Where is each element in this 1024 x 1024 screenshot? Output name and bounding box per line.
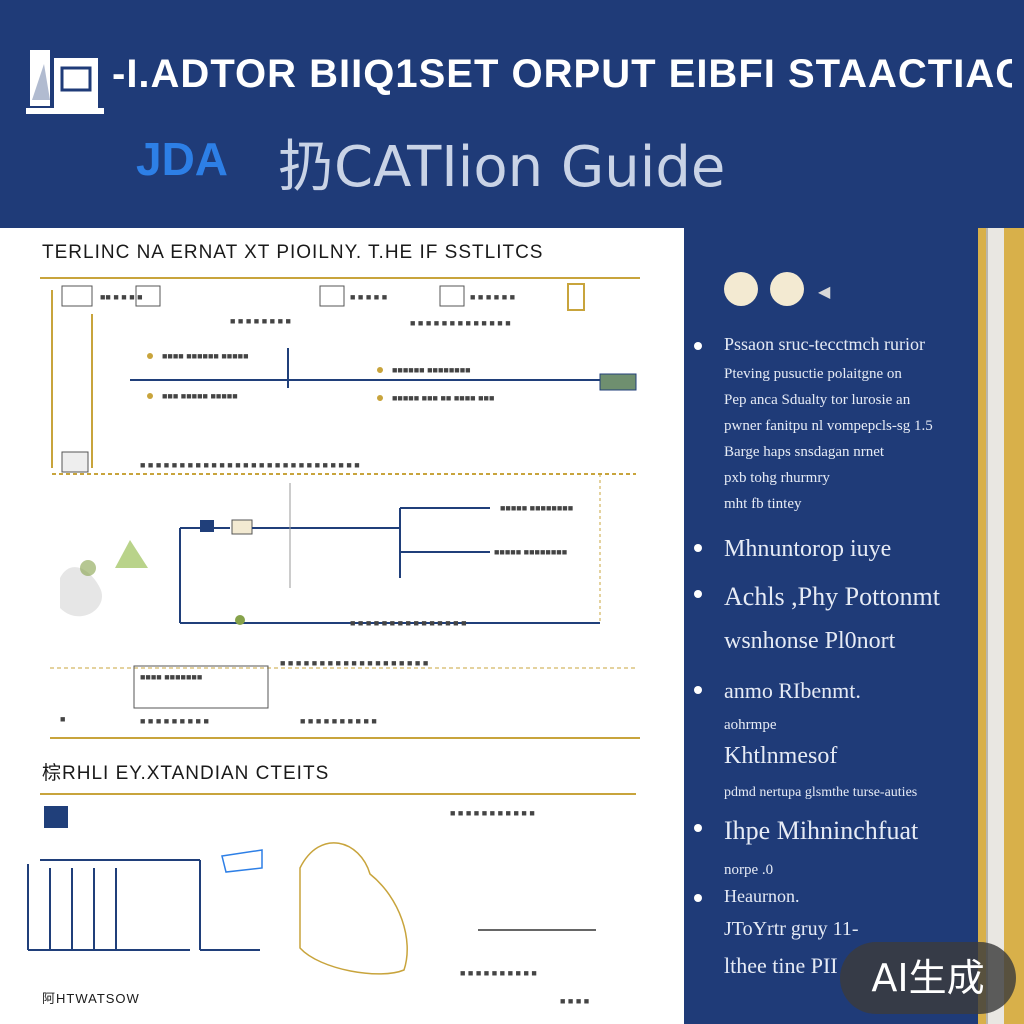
subtitle-prefix: JDA [136,133,229,185]
bottom-section-title: 棕RHLI EY.XTANDIAN CTEITS [42,763,330,784]
panel-text-line: Khtlnmesof [724,743,838,769]
panel-text-line: aohrmpe [724,717,777,733]
page-title: -I.ADTOR BIIQ1SET ORPUT EIBFI STAACTIACI… [112,52,1012,96]
panel-text-line: pdmd nertupa glsmthe turse-auties [724,785,918,800]
ai-generated-badge: AI生成 [840,942,1016,1014]
svg-text:■ ■ ■ ■ ■ ■ ■ ■ ■ ■ ■ ■ ■: ■ ■ ■ ■ ■ ■ ■ ■ ■ ■ ■ ■ ■ [410,318,511,328]
svg-text:■ ■ ■ ■ ■ ■ ■ ■: ■ ■ ■ ■ ■ ■ ■ ■ [230,316,291,326]
pen-icon [770,272,804,306]
svg-text:■ ■ ■ ■ ■ ■ ■ ■ ■ ■ ■ ■ ■ ■ ■: ■ ■ ■ ■ ■ ■ ■ ■ ■ ■ ■ ■ ■ ■ ■ ■ ■ ■ ■ ■ … [140,460,360,470]
bullet-icon [694,894,702,902]
panel-text-line: Heaurnon. [724,886,800,906]
page-subtitle: 扔CATIion Guide [278,135,726,200]
building-logo-icon [24,44,106,116]
panel-text-line: lthee tine PII [724,953,838,978]
bullet-icon [694,824,702,832]
bullet-icon [694,544,702,552]
svg-text:■ ■ ■ ■ ■: ■ ■ ■ ■ ■ [350,292,387,302]
panel-text-line: Pteving pusuctie polaitgne on [724,366,902,382]
svg-text:■ ■ ■ ■ ■ ■ ■ ■ ■: ■ ■ ■ ■ ■ ■ ■ ■ ■ [140,716,209,726]
document-area: TERLINC NA ERNAT XT PIOILNY. T.HE IF SST… [0,228,684,1024]
header-banner: -I.ADTOR BIIQ1SET ORPUT EIBFI STAACTIACI… [0,0,1024,228]
arrow-left-icon: ◀ [818,284,831,301]
svg-text:■■ ■ ■ ■ ■: ■■ ■ ■ ■ ■ [100,292,143,302]
svg-text:■■■■■■ ■■■■■■■■: ■■■■■■ ■■■■■■■■ [392,365,471,375]
svg-text:■■■ ■■■■■ ■■■■■: ■■■ ■■■■■ ■■■■■ [162,391,238,401]
panel-text-line: Mhnuntorop iuye [724,536,892,562]
bottom-caption: 阿HTWATSOW [42,991,140,1006]
svg-text:■ ■ ■ ■ ■ ■ ■ ■ ■ ■ ■ ■ ■ ■ ■: ■ ■ ■ ■ ■ ■ ■ ■ ■ ■ ■ ■ ■ ■ ■ ■ ■ ■ ■ [280,658,428,668]
svg-text:■ ■ ■ ■ ■ ■: ■ ■ ■ ■ ■ ■ [470,292,515,302]
panel-text-line: norpe .0 [724,862,774,878]
panel-icon-row: ◀ [724,272,864,312]
svg-text:■ ■ ■ ■ ■ ■ ■ ■ ■ ■: ■ ■ ■ ■ ■ ■ ■ ■ ■ ■ [460,968,537,978]
panel-text-line: Pep anca Sdualty tor lurosie an [724,392,911,408]
panel-text-line: anmo RIbenmt. [724,678,861,703]
top-section-title: TERLINC NA ERNAT XT PIOILNY. T.HE IF SST… [42,242,544,263]
bullet-icon [694,342,702,350]
panel-text-line: Barge haps snsdagan nrnet [724,444,885,460]
bullet-icon [694,590,702,598]
panel-text-line: Achls ,Phy Pottonmt [724,582,940,611]
panel-text-line: pxb tohg rhurmry [724,470,830,486]
document-icon [724,272,758,306]
svg-text:■ ■ ■ ■ ■ ■ ■ ■ ■ ■: ■ ■ ■ ■ ■ ■ ■ ■ ■ ■ [300,716,377,726]
side-rule [986,228,1004,1024]
svg-text:■: ■ [60,714,65,724]
svg-text:■ ■ ■ ■ ■ ■ ■ ■ ■ ■ ■ ■ ■ ■ ■: ■ ■ ■ ■ ■ ■ ■ ■ ■ ■ ■ ■ ■ ■ ■ [350,618,467,628]
svg-text:■■■■■ ■■■■■■■■: ■■■■■ ■■■■■■■■ [494,547,567,557]
bullet-icon [694,686,702,694]
svg-text:■■■■■ ■■■■■■■■: ■■■■■ ■■■■■■■■ [500,503,573,513]
panel-text-line: wsnhonse Pl0nort [724,628,896,654]
panel-text-line: Pssaon sruc-tecctmch rurior [724,334,925,354]
svg-text:■■■■■ ■■■ ■■ ■■■■ ■■■: ■■■■■ ■■■ ■■ ■■■■ ■■■ [392,393,494,403]
svg-text:■■■■ ■■■■■■ ■■■■■: ■■■■ ■■■■■■ ■■■■■ [162,351,249,361]
svg-text:■ ■ ■ ■: ■ ■ ■ ■ [560,996,589,1006]
svg-text:■ ■ ■ ■ ■ ■ ■ ■ ■ ■ ■: ■ ■ ■ ■ ■ ■ ■ ■ ■ ■ ■ [450,808,535,818]
panel-text-line: pwner fanitpu nl vompepcls-sg 1.5 [724,418,933,434]
panel-text-line: mht fb tintey [724,496,802,512]
panel-text-line: Ihpe Mihninchfuat [724,816,919,845]
system-diagram: ■■ ■ ■ ■ ■ ■ ■ ■ ■ ■ ■ ■ ■ ■ ■ ■ ■ ■ ■ ■… [27,277,640,1006]
svg-text:■■■■ ■■■■■■■: ■■■■ ■■■■■■■ [140,672,202,682]
panel-text-line: JToYrtr gruy 11- [724,918,859,940]
